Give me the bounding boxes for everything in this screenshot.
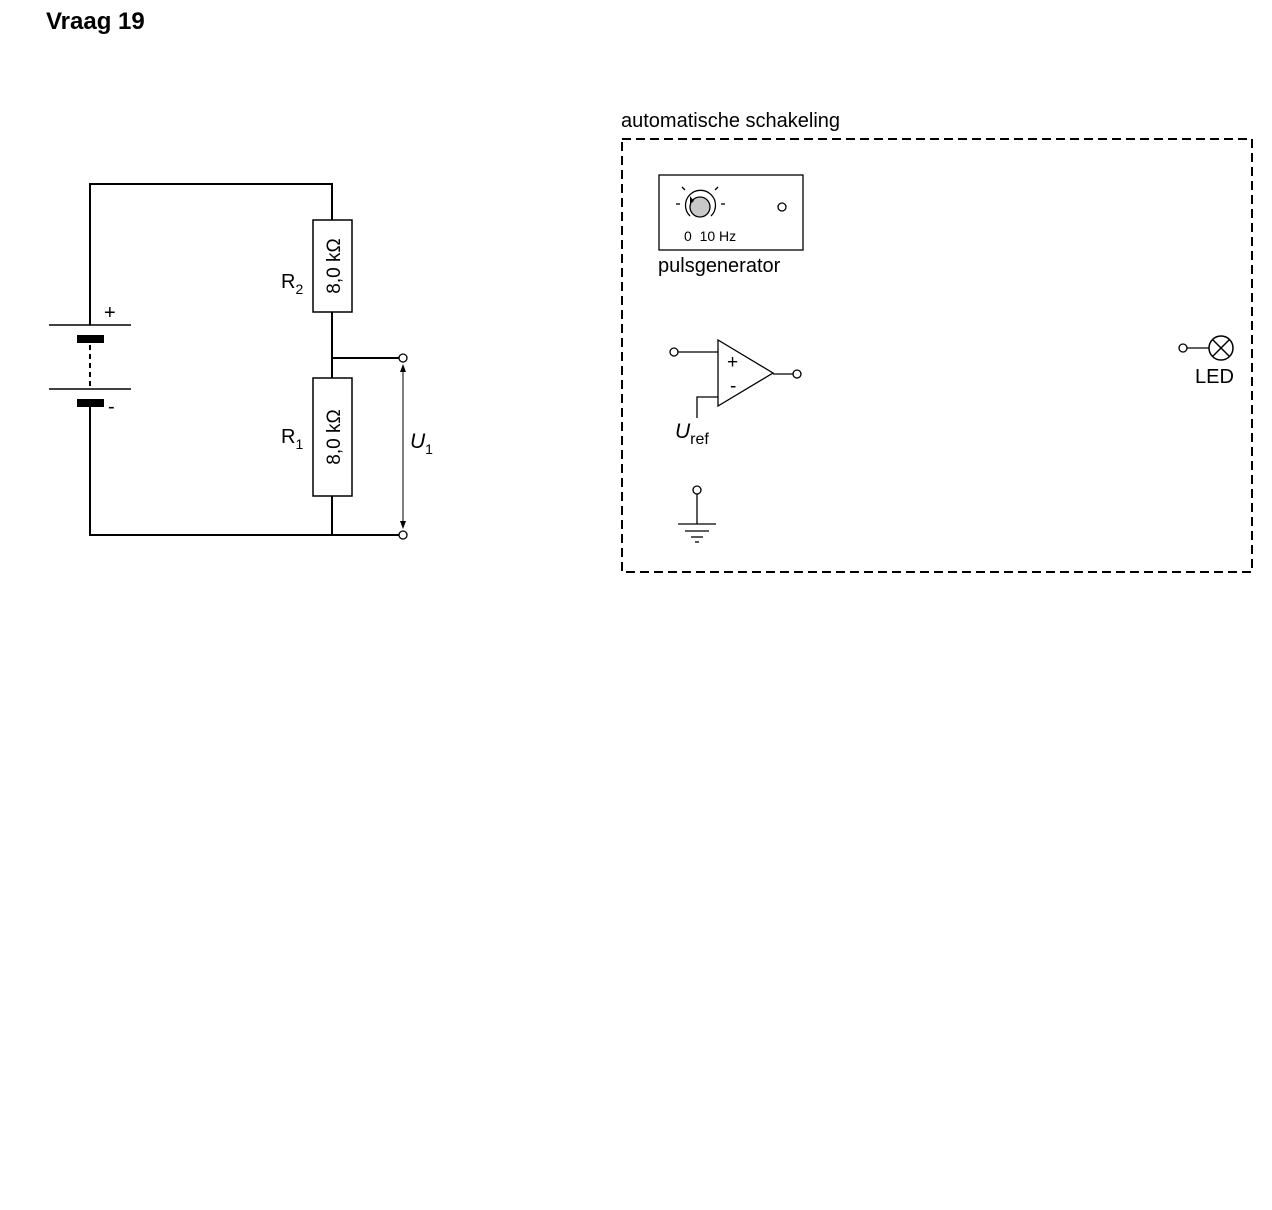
resistor-r1-value: 8,0 kΩ: [324, 409, 345, 464]
comparator-plus-input-terminal[interactable]: [669, 347, 679, 357]
resistor-r2-value: 8,0 kΩ: [324, 238, 345, 293]
knob-pointer-icon: [690, 196, 694, 204]
bottom-wire: [89, 404, 332, 536]
battery-symbol: [49, 324, 131, 407]
led-lamp: [1178, 335, 1234, 361]
resistor-r1-label: R1: [281, 426, 303, 452]
lamp-cross-b: [1212, 339, 1230, 357]
comparator: + -: [669, 338, 802, 418]
led-label: LED: [1195, 366, 1234, 388]
pulse-generator-output-terminal[interactable]: [777, 202, 787, 212]
resistor-r2-label: R2: [281, 271, 303, 297]
battery-cell-bottom: [77, 399, 104, 407]
ground-symbol: [678, 485, 716, 543]
frequency-knob[interactable]: [689, 196, 711, 218]
question-title: Vraag 19: [46, 8, 145, 35]
dial-tick-left: [681, 186, 686, 191]
pulse-generator-label: pulsgenerator: [658, 255, 781, 277]
pulse-generator: 0 10 Hz: [658, 174, 804, 251]
resistor-r2: [312, 219, 353, 313]
box-dashed-border: [621, 138, 1253, 573]
ground-terminal[interactable]: [692, 485, 702, 495]
comparator-triangle: [717, 338, 775, 408]
battery-plus-sign: +: [104, 302, 116, 324]
output-terminal-bottom: [398, 530, 408, 540]
dial-scale-label: 0 10 Hz: [684, 228, 736, 244]
battery-cell-top: [77, 335, 104, 343]
automatic-circuit-box: automatische schakeling 0 10 Hz pulsgene…: [621, 110, 1253, 573]
box-label: automatische schakeling: [621, 110, 840, 132]
comparator-output-terminal[interactable]: [792, 369, 802, 379]
comparator-plus-sign: +: [727, 352, 738, 373]
comparator-uref-wire: [696, 396, 718, 418]
voltage-divider-circuit: + - 8,0 kΩ R2 8,0 kΩ R1 U1: [49, 183, 433, 540]
u1-arrowhead-top: [400, 364, 406, 372]
output-terminal-top: [398, 353, 408, 363]
u1-label: U1: [410, 430, 433, 457]
led-input-terminal[interactable]: [1178, 343, 1188, 353]
resistor-r1: [312, 377, 353, 497]
comparator-minus-sign: -: [730, 376, 736, 397]
battery-minus-sign: -: [108, 396, 115, 418]
top-wire: [89, 183, 333, 325]
u1-arrowhead-bottom: [400, 521, 406, 529]
uref-label: Uref: [675, 420, 709, 448]
dial-tick-right: [714, 186, 719, 191]
dial-arc: [684, 189, 717, 217]
